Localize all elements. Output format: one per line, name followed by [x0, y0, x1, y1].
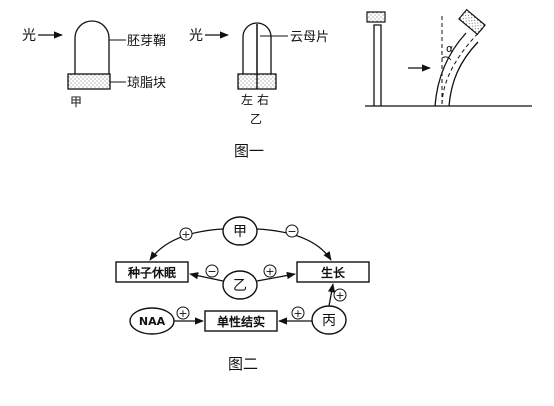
figure2: 甲 乙 丙 NAA 种子休眠 生长 单性结实 + − − + + + — [115, 216, 370, 335]
jia-coleoptile-label: 胚芽鞘 — [127, 34, 166, 49]
yi-mica-label: 云母片 — [290, 30, 329, 45]
arrow-bing-to-growth — [327, 283, 336, 307]
jia-agar-label: 琼脂块 — [127, 76, 166, 91]
jia-light-label: 光 — [22, 28, 36, 44]
sign-yi-growth: + — [265, 265, 274, 278]
bend-angle-arc — [441, 56, 452, 61]
sign-bing-parthenocarpy-circle — [291, 306, 305, 320]
node-naa-label: NAA — [139, 315, 166, 328]
yi-panel-label: 乙 — [250, 112, 262, 126]
node-jia-label: 甲 — [233, 224, 247, 240]
jia-coleoptile — [74, 20, 110, 74]
sign-jia-growth-circle — [285, 224, 299, 238]
figure1-panel-yi: 光 云母片 左 右 乙 — [189, 22, 329, 126]
jia-agar-block — [67, 73, 111, 90]
bend-angle-label: α — [446, 42, 453, 55]
bend-agar-block — [366, 11, 386, 23]
box-seed-dormancy — [115, 261, 189, 283]
yi-left-label: 左 — [241, 92, 253, 107]
sign-bing-growth: + — [335, 289, 344, 302]
bend-coleoptile-right-edge — [448, 41, 479, 107]
node-jia — [222, 216, 258, 246]
yi-right-label: 右 — [257, 92, 269, 107]
sign-bing-growth-circle — [333, 288, 347, 302]
node-yi-label: 乙 — [233, 278, 247, 294]
bend-stem-left — [373, 24, 382, 106]
box-parthenocarpy-label: 单性结实 — [217, 314, 265, 329]
arrow-yi-to-dormancy — [189, 272, 224, 282]
node-yi — [222, 270, 258, 300]
yi-light-label: 光 — [189, 28, 203, 44]
figure1-caption: 图一 — [234, 142, 264, 160]
sign-jia-dormancy: + — [181, 228, 190, 241]
box-growth-label: 生长 — [321, 265, 346, 280]
sign-jia-growth: − — [287, 225, 296, 238]
node-bing-label: 丙 — [322, 313, 336, 329]
sign-bing-parthenocarpy: + — [293, 307, 302, 320]
sign-yi-dormancy: − — [207, 265, 216, 278]
figure2-caption: 图二 — [228, 355, 258, 373]
figure1-bend-panel: α — [365, 8, 532, 107]
sign-yi-growth-circle — [263, 264, 277, 278]
arrow-jia-to-growth — [256, 228, 332, 261]
arrow-yi-to-growth — [256, 271, 296, 282]
box-seed-dormancy-label: 种子休眠 — [127, 265, 176, 280]
yi-coleoptile — [242, 22, 272, 74]
bend-axis-line — [441, 25, 486, 105]
sign-jia-dormancy-circle — [179, 227, 193, 241]
arrow-jia-to-dormancy — [149, 228, 224, 261]
jia-panel-label: 甲 — [70, 95, 82, 109]
box-parthenocarpy — [204, 310, 278, 332]
yi-agar-block — [237, 73, 277, 90]
sign-naa-parthenocarpy: + — [178, 307, 187, 320]
bend-coleoptile-left-edge — [434, 32, 467, 107]
figure1-panel-jia: 光 胚芽鞘 琼脂块 甲 — [22, 20, 166, 109]
sign-naa-parthenocarpy-circle — [176, 306, 190, 320]
sign-yi-dormancy-circle — [205, 264, 219, 278]
box-growth — [296, 261, 370, 283]
